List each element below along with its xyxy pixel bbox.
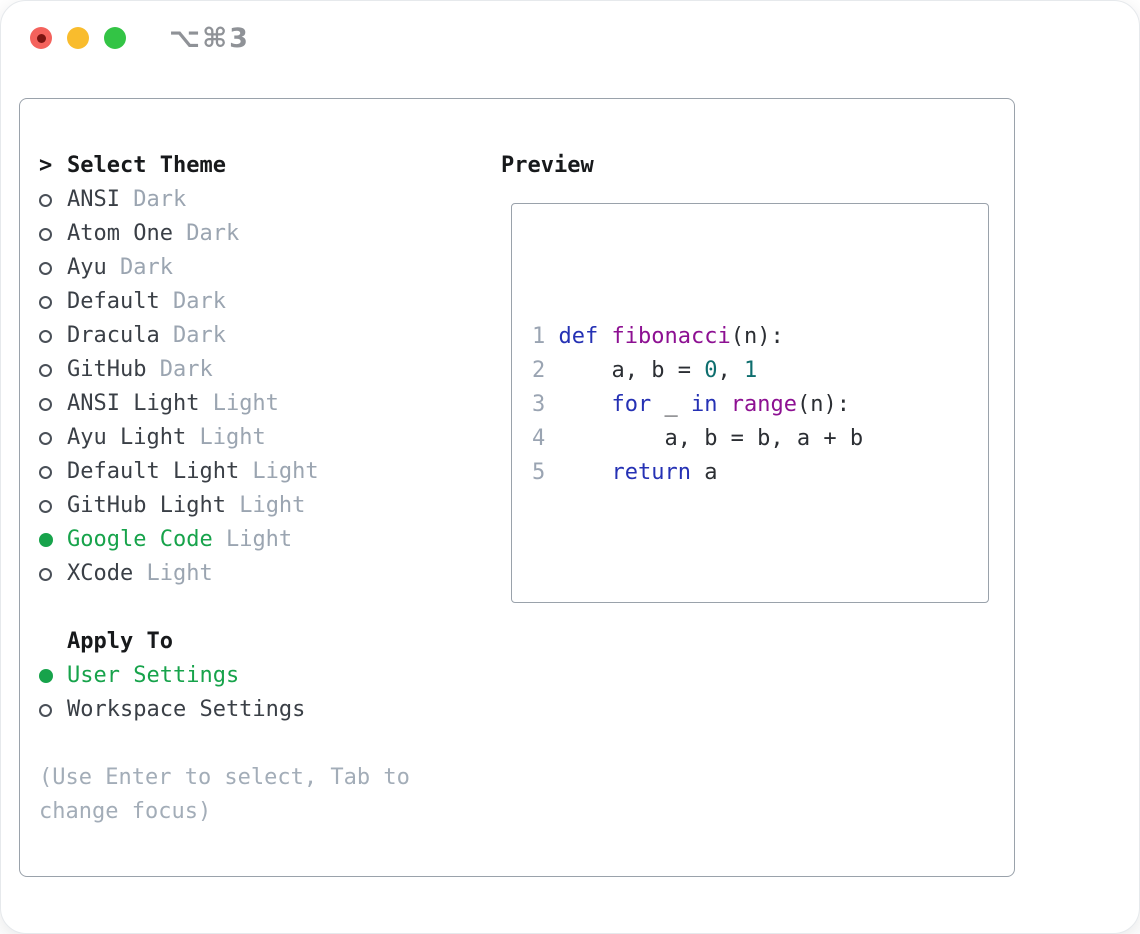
theme-option[interactable]: ANSI Light Light [39,387,501,421]
apply-to-option[interactable]: Workspace Settings [39,693,501,727]
theme-name: Default Light [67,459,240,484]
radio-icon [39,567,67,581]
line-number: 4 [532,426,546,451]
radio-icon [39,465,67,479]
radio-icon [39,397,67,411]
apply-to-label: User Settings [67,663,240,688]
theme-variant: Dark [159,289,226,314]
theme-variant: Dark [172,221,240,246]
theme-option[interactable]: GitHub Light Light [39,489,501,523]
spacer [532,558,988,592]
theme-option[interactable]: ANSI Dark [39,183,501,217]
theme-option[interactable]: Ayu Dark [39,251,501,285]
code-line: 2 a, b = 0, 1 [532,358,758,383]
theme-option[interactable]: XCode Light [39,557,501,591]
theme-name: XCode [67,561,134,586]
spacer [39,727,501,761]
apply-to-header: Apply To [39,625,501,659]
code-line: 3 for _ in range(n): [532,392,850,417]
code-line: 1 def fibonacci(n): [532,324,784,349]
radio-icon [39,703,67,717]
theme-variant: Dark [119,187,187,212]
minimize-button[interactable] [67,27,89,49]
select-theme-header: > Select Theme [39,149,501,183]
theme-variant: Light [199,391,279,416]
spacer [39,591,501,625]
radio-selected-icon [39,669,67,683]
theme-variant: Dark [159,323,226,348]
preview-box: 1 def fibonacci(n): 2 a, b = 0, 1 3 for _ … [511,203,989,603]
theme-variant: Light [212,527,293,552]
preview-pane: Preview 1 def fibonacci(n): 2 a, b = 0, 1… [501,149,1014,876]
code-preview: 1 def fibonacci(n): 2 a, b = 0, 1 3 for _ … [532,320,988,490]
preview-title: Preview [501,153,594,178]
select-theme-title: Select Theme [67,153,226,178]
unsaved-indicator-dot [36,33,46,43]
apply-to-title: Apply To [67,629,173,654]
zoom-button[interactable] [104,27,126,49]
theme-variant: Dark [106,255,173,280]
radio-icon [39,295,67,309]
line-number: 2 [532,358,546,383]
radio-icon [39,227,67,241]
radio-icon [39,499,67,513]
code-line: 5 return a [532,460,718,485]
theme-variant: Light [239,459,319,484]
help-text: (Use Enter to select, Tab to change focu… [39,765,410,824]
radio-icon [39,193,67,207]
theme-name: Google Code [67,527,213,552]
theme-name: ANSI Light [67,391,200,416]
theme-name: GitHub Light [67,493,226,518]
theme-name: Default [67,289,160,314]
close-button[interactable] [30,27,52,49]
radio-icon [39,329,67,343]
radio-selected-icon [39,533,67,547]
focus-caret-icon: > [39,153,53,178]
line-number: 1 [532,324,546,349]
radio-icon [39,363,67,377]
theme-variant: Light [225,493,306,518]
theme-variant: Dark [146,357,213,382]
apply-to-option[interactable]: User Settings [39,659,501,693]
theme-option[interactable]: Ayu Light Light [39,421,501,455]
line-number: 5 [532,460,546,485]
theme-option[interactable]: Google Code Light [39,523,501,557]
code-line: 4 a, b = b, a + b [532,426,864,451]
theme-name: ANSI [67,187,120,212]
theme-name: Ayu Light [67,425,187,450]
theme-name: Ayu [67,255,107,280]
theme-option[interactable]: Atom One Dark [39,217,501,251]
line-number: 3 [532,392,546,417]
theme-name: Atom One [67,221,173,246]
theme-option[interactable]: GitHub Dark [39,353,501,387]
theme-name: GitHub [67,357,147,382]
theme-option[interactable]: Default Light Light [39,455,501,489]
titlebar: ⌥⌘3 [1,1,1139,98]
theme-variant: Light [186,425,266,450]
radio-icon [39,261,67,275]
apply-to-label: Workspace Settings [67,697,306,722]
theme-option[interactable]: Default Dark [39,285,501,319]
window-title-shortcut: ⌥⌘3 [169,23,250,54]
theme-option[interactable]: Dracula Dark [39,319,501,353]
radio-icon [39,431,67,445]
theme-name: Dracula [67,323,160,348]
theme-variant: Light [133,561,213,586]
